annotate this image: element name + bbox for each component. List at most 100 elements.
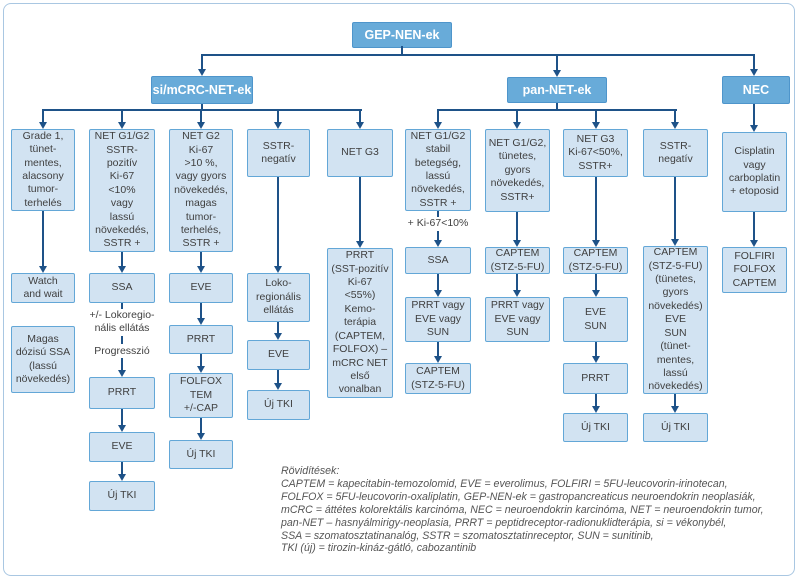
legend-line: mCRC = áttétes kolorektális karcinóma, N… xyxy=(281,503,764,516)
legend-line: SSA = szomatosztatinanalóg, SSTR = szoma… xyxy=(281,529,654,542)
connector xyxy=(42,109,362,111)
connector xyxy=(753,54,755,69)
arrowhead xyxy=(197,122,205,129)
connector xyxy=(437,211,439,217)
connector xyxy=(753,212,755,240)
connector xyxy=(121,409,123,425)
connector xyxy=(359,177,361,241)
node-captem-eve-sun-combined: CAPTEM (STZ-5-FU) (tünetes, gyors növeke… xyxy=(643,246,708,394)
node-captem-stz: CAPTEM (STZ-5-FU) xyxy=(485,247,550,274)
node-captem-stz: CAPTEM (STZ-5-FU) xyxy=(405,363,471,394)
connector xyxy=(401,46,403,55)
legend-line: TKI (új) = tirozin-kináz-gátló, cabozant… xyxy=(281,542,477,555)
arrowhead xyxy=(356,241,364,248)
node-pan-net-g1g2-stable: NET G1/G2 stabil betegség, lassú növeked… xyxy=(405,129,471,211)
node-pan-net-g3: NET G3 Ki-67<50%, SSTR+ xyxy=(563,129,628,177)
legend-line: FOLFOX = 5FU-leucovorin-oxaliplatin, GEP… xyxy=(281,490,756,503)
arrowhead xyxy=(274,122,282,129)
connector xyxy=(437,109,677,111)
node-new-tki: Új TKI xyxy=(563,413,628,442)
arrowhead xyxy=(592,122,600,129)
connector xyxy=(595,342,597,356)
node-ssa: SSA xyxy=(405,247,471,274)
node-net-g3: NET G3 xyxy=(327,129,393,177)
diagram-frame xyxy=(3,3,795,576)
node-new-tki: Új TKI xyxy=(247,390,310,420)
connector xyxy=(437,109,439,122)
node-sstr-negative: SSTR- negatív xyxy=(643,129,708,177)
node-high-dose-ssa: Magas dózisú SSA (lassú növekedés) xyxy=(11,326,75,393)
connector xyxy=(277,109,279,122)
legend-line: pan-NET – hasnyálmirigy-neoplasia, PRRT … xyxy=(281,516,727,529)
node-eve: EVE xyxy=(247,340,310,370)
connector xyxy=(359,109,361,122)
node-eve-sun: EVE SUN xyxy=(563,297,628,342)
arrowhead xyxy=(118,370,126,377)
arrowhead xyxy=(513,240,521,247)
connector xyxy=(121,303,123,309)
connector xyxy=(674,394,676,406)
arrowhead xyxy=(39,266,47,273)
node-net-g1g2-sstr-positive: NET G1/G2 SSTR- pozitív Ki-67 <10% vagy … xyxy=(89,129,155,252)
connector xyxy=(42,109,44,122)
node-branch-si-mcrc-net: si/mCRC-NET-ek xyxy=(151,76,253,104)
connector xyxy=(674,109,676,122)
connector xyxy=(277,322,279,333)
label-ki67-under-10: + Ki-67<10% xyxy=(407,217,469,229)
connector xyxy=(595,177,597,240)
arrowhead xyxy=(197,433,205,440)
arrowhead xyxy=(118,122,126,129)
arrowhead xyxy=(274,333,282,340)
node-eve: EVE xyxy=(169,273,233,303)
connector xyxy=(201,54,203,69)
node-grade1-low-tumor-burden: Grade 1, tünet- mentes, alacsony tumor- … xyxy=(11,129,75,211)
arrowhead xyxy=(118,425,126,432)
arrowhead xyxy=(274,383,282,390)
arrowhead xyxy=(434,240,442,247)
node-prrt: PRRT xyxy=(169,325,233,354)
arrowhead xyxy=(750,69,758,76)
node-folfox-tem-cap: FOLFOX TEM +/-CAP xyxy=(169,373,233,418)
arrowhead xyxy=(592,356,600,363)
arrowhead xyxy=(434,122,442,129)
connector xyxy=(516,212,518,240)
node-branch-nec: NEC xyxy=(722,76,790,104)
arrowhead xyxy=(197,366,205,373)
connector xyxy=(201,104,203,110)
connector xyxy=(556,54,558,70)
legend-line: CAPTEM = kapecitabin-temozolomid, EVE = … xyxy=(281,477,728,490)
node-new-tki: Új TKI xyxy=(89,481,155,511)
arrowhead xyxy=(118,266,126,273)
node-lokoregional-care: Loko- regionális ellátás xyxy=(247,273,310,322)
connector xyxy=(437,342,439,356)
node-prrt: PRRT xyxy=(89,377,155,409)
arrowhead xyxy=(197,266,205,273)
arrowhead xyxy=(671,239,679,246)
arrowhead xyxy=(592,290,600,297)
connector xyxy=(277,370,279,383)
arrowhead xyxy=(118,474,126,481)
connector xyxy=(121,109,123,122)
arrowhead xyxy=(671,406,679,413)
node-prrt: PRRT xyxy=(563,363,628,394)
connector xyxy=(121,462,123,474)
connector xyxy=(516,109,518,122)
connector xyxy=(200,303,202,318)
node-captem-stz: CAPTEM (STZ-5-FU) xyxy=(563,247,628,274)
node-new-tki: Új TKI xyxy=(169,440,233,469)
connector xyxy=(753,104,755,125)
arrowhead xyxy=(39,122,47,129)
node-ssa: SSA xyxy=(89,273,155,303)
connector xyxy=(200,109,202,122)
node-net-g2-high-ki67: NET G2 Ki-67 >10 %, vagy gyors növekedés… xyxy=(169,129,233,252)
arrowhead xyxy=(356,122,364,129)
node-cisplatin-carboplatin-etoposid: Cisplatin vagy carboplatin + etoposid xyxy=(722,132,787,212)
connector xyxy=(595,394,597,406)
node-prrt-eve-sun: PRRT vagy EVE vagy SUN xyxy=(405,297,471,342)
node-eve: EVE xyxy=(89,432,155,462)
connector xyxy=(121,336,123,344)
node-new-tki: Új TKI xyxy=(643,413,708,442)
label-lokoregional-care: +/- Lokoregio- nális ellátás xyxy=(89,309,155,334)
label-progression: Progresszió xyxy=(94,345,150,357)
